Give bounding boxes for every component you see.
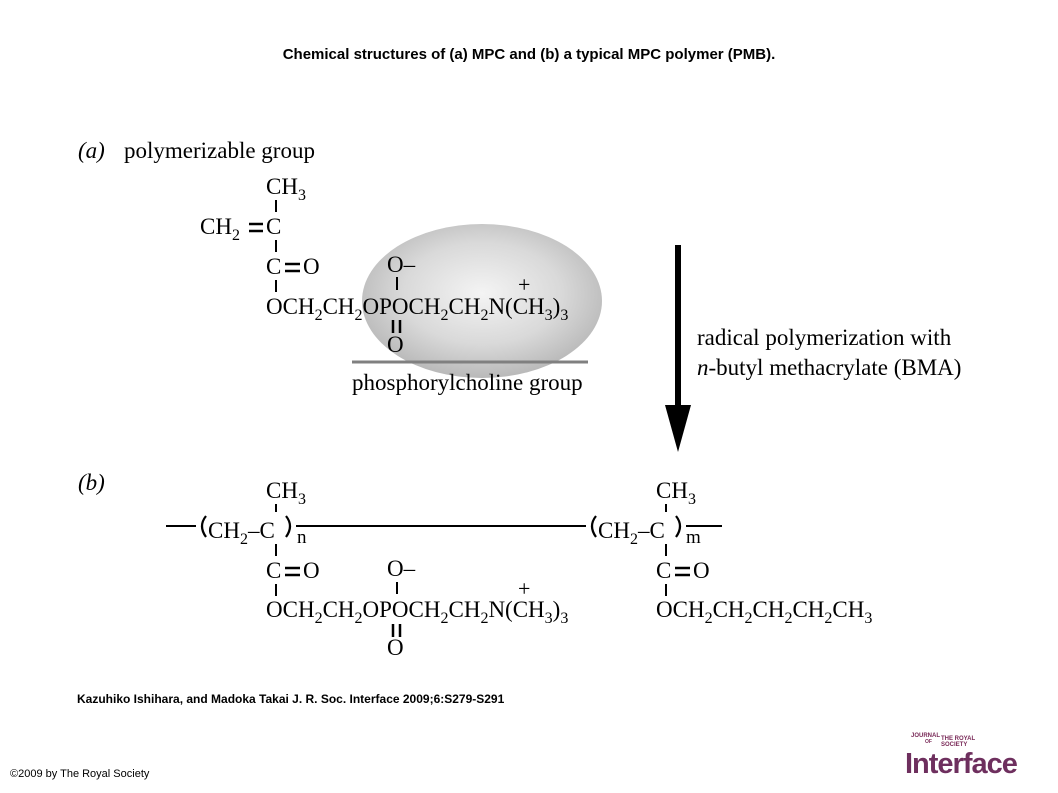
- methylene-group: CH2: [200, 214, 240, 244]
- panel-a: (a) polymerizable group CH3 CH2 C C O O–…: [78, 138, 602, 395]
- bma-carbonyl-carbon: C: [656, 558, 671, 583]
- slide-title: Chemical structures of (a) MPC and (b) a…: [282, 46, 776, 63]
- logo-wordmark: Interface: [905, 748, 1018, 780]
- phosphorylcholine-highlight: [362, 224, 602, 378]
- reaction-condition-line2: n-butyl methacrylate (BMA): [697, 355, 961, 380]
- mpc-unit-open-paren: [200, 515, 207, 538]
- methyl-group: CH3: [266, 174, 306, 204]
- mpc-phosphoryl-oxygen: O: [387, 635, 404, 660]
- mpc-carbonyl-carbon: C: [266, 558, 281, 583]
- phosphate-anion-oxygen: O–: [387, 252, 416, 277]
- phosphorylcholine-label: phosphorylcholine group: [352, 370, 583, 395]
- reaction-condition-line1: radical polymerization with: [697, 325, 952, 350]
- mpc-unit-subscript-n: n: [297, 527, 307, 548]
- logo-line-of: OF: [925, 739, 932, 745]
- bma-unit-methyl: CH3: [656, 478, 696, 508]
- panel-b: (b) CH3 CH2–C n C O O– + OCH2CH2OPOCH2CH…: [78, 470, 872, 660]
- bma-unit-open-paren: [590, 515, 597, 538]
- logo-line-royal: THE ROYAL: [941, 736, 976, 742]
- reaction-arrow: [665, 245, 691, 452]
- ammonium-charge: +: [518, 272, 530, 297]
- mpc-carbonyl-oxygen: O: [303, 558, 320, 583]
- journal-logo: JOURNAL OF THE ROYAL SOCIETY Interface: [905, 733, 1018, 781]
- bma-carbonyl-oxygen: O: [693, 558, 710, 583]
- phosphoryl-oxygen: O: [387, 332, 404, 357]
- mpc-unit-methyl: CH3: [266, 478, 306, 508]
- panel-a-label: (a): [78, 138, 105, 163]
- mpc-ammonium-charge: +: [518, 576, 530, 601]
- bma-unit-subscript-m: m: [686, 527, 701, 548]
- logo-line-society: SOCIETY: [941, 742, 968, 748]
- mpc-unit-side-chain: OCH2CH2OPOCH2CH2N(CH3)3: [266, 597, 568, 627]
- citation: Kazuhiko Ishihara, and Madoka Takai J. R…: [77, 692, 505, 706]
- vinyl-carbon: C: [266, 214, 281, 239]
- bma-unit-side-chain: OCH2CH2CH2CH2CH3: [656, 597, 872, 627]
- panel-b-label: (b): [78, 470, 105, 495]
- mpc-side-chain: OCH2CH2OPOCH2CH2N(CH3)3: [266, 294, 568, 324]
- copyright-notice: ©2009 by The Royal Society: [10, 768, 150, 780]
- bma-unit-close-paren: [675, 515, 682, 538]
- carbonyl-oxygen: O: [303, 254, 320, 279]
- mpc-anion-oxygen: O–: [387, 556, 416, 581]
- polymerizable-group-label: polymerizable group: [124, 138, 315, 163]
- carbonyl-carbon: C: [266, 254, 281, 279]
- logo-line-journal: JOURNAL: [911, 733, 941, 739]
- mpc-unit-close-paren: [285, 515, 292, 538]
